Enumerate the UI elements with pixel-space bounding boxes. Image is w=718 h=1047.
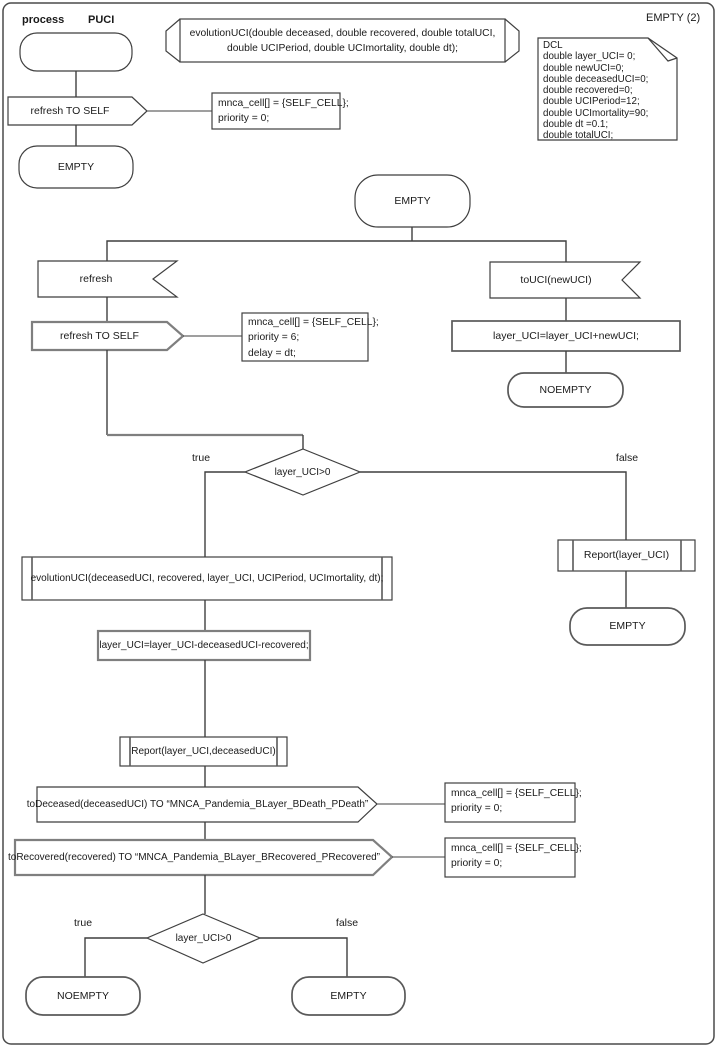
decision-2-true-label: true [73, 917, 93, 929]
output-todeceased-shape [36, 786, 378, 823]
comment-1-text: mnca_cell[] = {SELF_CELL}; priority = 0; [218, 98, 349, 125]
page-number-label: EMPTY (2) [646, 12, 701, 24]
process-keyword-label: process [22, 14, 65, 26]
dcl-note-text: DCL double layer_UCI= 0; double newUCI=0… [543, 40, 649, 142]
state-empty-bottom-shape [291, 976, 406, 1016]
comment-4-box [444, 837, 576, 878]
input-refresh-shape [37, 260, 179, 298]
proc-report-layer-box [557, 539, 696, 572]
signature-note-right-cap [504, 18, 520, 63]
proc-report-layer-label: Report(layer_UCI) [583, 549, 670, 561]
output-refresh-self-2-shape [30, 320, 185, 352]
task-add-label: layer_UCI=layer_UCI+newUCI; [493, 329, 639, 342]
comment-1-box [211, 92, 341, 130]
comment-2-text: mnca_cell[] = {SELF_CELL}; priority = 6;… [248, 317, 379, 359]
output-refresh-self-1-label: refresh TO SELF [30, 104, 110, 117]
state-noempty-shape [507, 372, 624, 408]
decision-2-shape [145, 913, 262, 964]
task-subtract-label: layer_UCI=layer_UCI-deceasedUCI-recovere… [99, 640, 309, 651]
input-touci-label: toUCI(newUCI) [520, 273, 592, 286]
state-empty-bottom-label: EMPTY [330, 989, 367, 1002]
comment-4-text: mnca_cell[] = {SELF_CELL}; priority = 0; [451, 843, 582, 870]
state-noempty-bottom-label: NOEMPTY [57, 989, 109, 1002]
input-refresh-label: refresh [79, 272, 113, 285]
output-torecovered-label: toRecovered(recovered) TO “MNCA_Pandemia… [7, 852, 381, 863]
signature-note-left-cap [165, 18, 181, 63]
state-empty-topleft-shape [18, 145, 134, 189]
comment-3-box [444, 782, 576, 823]
proc-evolution-label: evolutionUCI(deceasedUCI, recovered, lay… [30, 573, 384, 584]
start-state-shape [19, 32, 133, 72]
decision1-false-line [360, 471, 627, 540]
decision-2-condition-label: layer_UCI>0 [175, 932, 232, 944]
state-empty-main-label: EMPTY [394, 194, 431, 207]
comment-2-box [241, 312, 369, 362]
proc-evolution-box [21, 556, 393, 601]
decision2-false-line [260, 937, 348, 977]
dcl-note-fold [647, 37, 678, 62]
signature-note-text: evolutionUCI(double deceased, double rec… [189, 28, 496, 54]
process-name-label: PUCI [88, 14, 115, 26]
state-empty-right-shape [569, 607, 686, 646]
comment-3-text: mnca_cell[] = {SELF_CELL}; priority = 0; [451, 788, 582, 815]
decision-1-false-label: false [615, 452, 639, 464]
state-noempty-label: NOEMPTY [539, 383, 592, 396]
output-torecovered-shape [13, 838, 394, 877]
output-refresh-self-2-label: refresh TO SELF [60, 329, 139, 342]
decision1-true-line [204, 471, 245, 557]
proc-report-deceased-box [119, 736, 288, 767]
task-add-box [451, 320, 681, 352]
output-refresh-self-1-shape [7, 96, 148, 126]
dcl-note-shape [537, 37, 678, 141]
signature-note-shape [179, 18, 506, 63]
output-todeceased-label: toDeceased(deceasedUCI) TO “MNCA_Pandemi… [26, 799, 369, 810]
branch-split-line [106, 240, 567, 262]
state-noempty-bottom-shape [25, 976, 141, 1016]
input-touci-shape [489, 261, 642, 299]
decision2-true-line [84, 937, 147, 977]
task-subtract-box [96, 629, 312, 662]
state-empty-right-label: EMPTY [609, 620, 646, 632]
decision-1-condition-label: layer_UCI>0 [274, 466, 331, 478]
proc-report-deceased-label: Report(layer_UCI,deceasedUCI) [131, 746, 276, 757]
state-empty-topleft-label: EMPTY [57, 160, 95, 173]
decision-1-shape [243, 448, 362, 496]
decision-2-false-label: false [335, 917, 359, 929]
decision-1-true-label: true [191, 452, 211, 464]
